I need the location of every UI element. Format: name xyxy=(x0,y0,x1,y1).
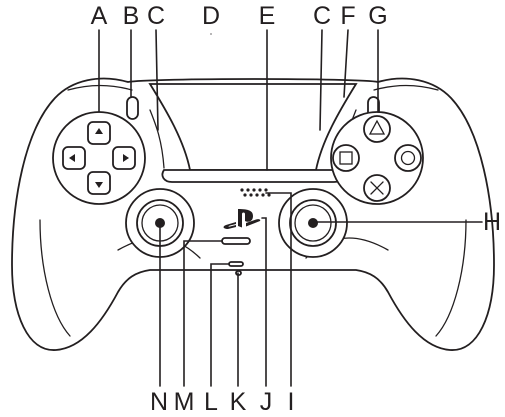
light-bar xyxy=(161,169,345,183)
label-l: L xyxy=(204,388,218,416)
leader-l xyxy=(210,263,230,387)
circle-button-icon xyxy=(400,150,416,166)
label-m: M xyxy=(174,388,195,416)
label-d: D xyxy=(202,2,220,30)
dpad-down-arrow-icon xyxy=(95,182,103,188)
cross-button-icon xyxy=(370,181,384,195)
playstation-logo-icon xyxy=(223,209,261,229)
create-button[interactable] xyxy=(126,96,139,120)
labels: A B C D E C F G H N M L K J I xyxy=(91,2,501,416)
circle-button[interactable] xyxy=(394,144,422,172)
label-e: E xyxy=(259,2,276,30)
dpad-left-arrow-icon xyxy=(69,154,75,162)
leader-m xyxy=(183,240,223,387)
left-shoulder-contour xyxy=(67,84,133,91)
mute-indicator xyxy=(228,261,244,267)
triangle-button[interactable] xyxy=(363,115,391,143)
label-i: I xyxy=(288,388,295,416)
label-g: G xyxy=(368,2,387,30)
label-n: N xyxy=(150,388,168,416)
leader-c-left xyxy=(155,29,159,131)
left-edge-line xyxy=(149,109,165,169)
dpad xyxy=(52,111,146,205)
label-a: A xyxy=(91,2,108,30)
dpad-down[interactable] xyxy=(87,171,111,195)
triangle-button-icon xyxy=(368,119,386,135)
ps-button[interactable] xyxy=(223,209,261,229)
leader-i xyxy=(265,192,292,387)
leader-lines xyxy=(98,29,483,387)
label-c-left: C xyxy=(147,2,165,30)
left-grip-contour xyxy=(39,219,71,337)
dpad-right-arrow-icon xyxy=(123,154,129,162)
leader-c-right xyxy=(319,29,323,131)
action-buttons xyxy=(330,111,424,205)
label-c-right: C xyxy=(313,2,331,30)
mute-button[interactable] xyxy=(221,237,251,245)
leader-f xyxy=(343,29,349,98)
leader-j xyxy=(261,217,267,387)
right-shoulder-contour xyxy=(373,84,439,91)
label-b: B xyxy=(123,2,140,30)
dpad-left[interactable] xyxy=(62,146,86,170)
cross-button[interactable] xyxy=(363,174,391,202)
speaker-grille xyxy=(240,188,271,197)
right-stick[interactable] xyxy=(278,188,348,258)
square-button[interactable] xyxy=(332,144,360,172)
action-button-surround xyxy=(330,111,424,205)
label-f: F xyxy=(340,2,355,30)
label-j: J xyxy=(260,388,273,416)
label-k: K xyxy=(230,388,247,416)
square-button-icon xyxy=(339,151,353,165)
label-h: H xyxy=(483,208,501,236)
dpad-right[interactable] xyxy=(112,146,136,170)
right-grip-contour xyxy=(435,219,467,337)
dpad-up[interactable] xyxy=(87,121,111,145)
dpad-up-arrow-icon xyxy=(95,128,103,134)
